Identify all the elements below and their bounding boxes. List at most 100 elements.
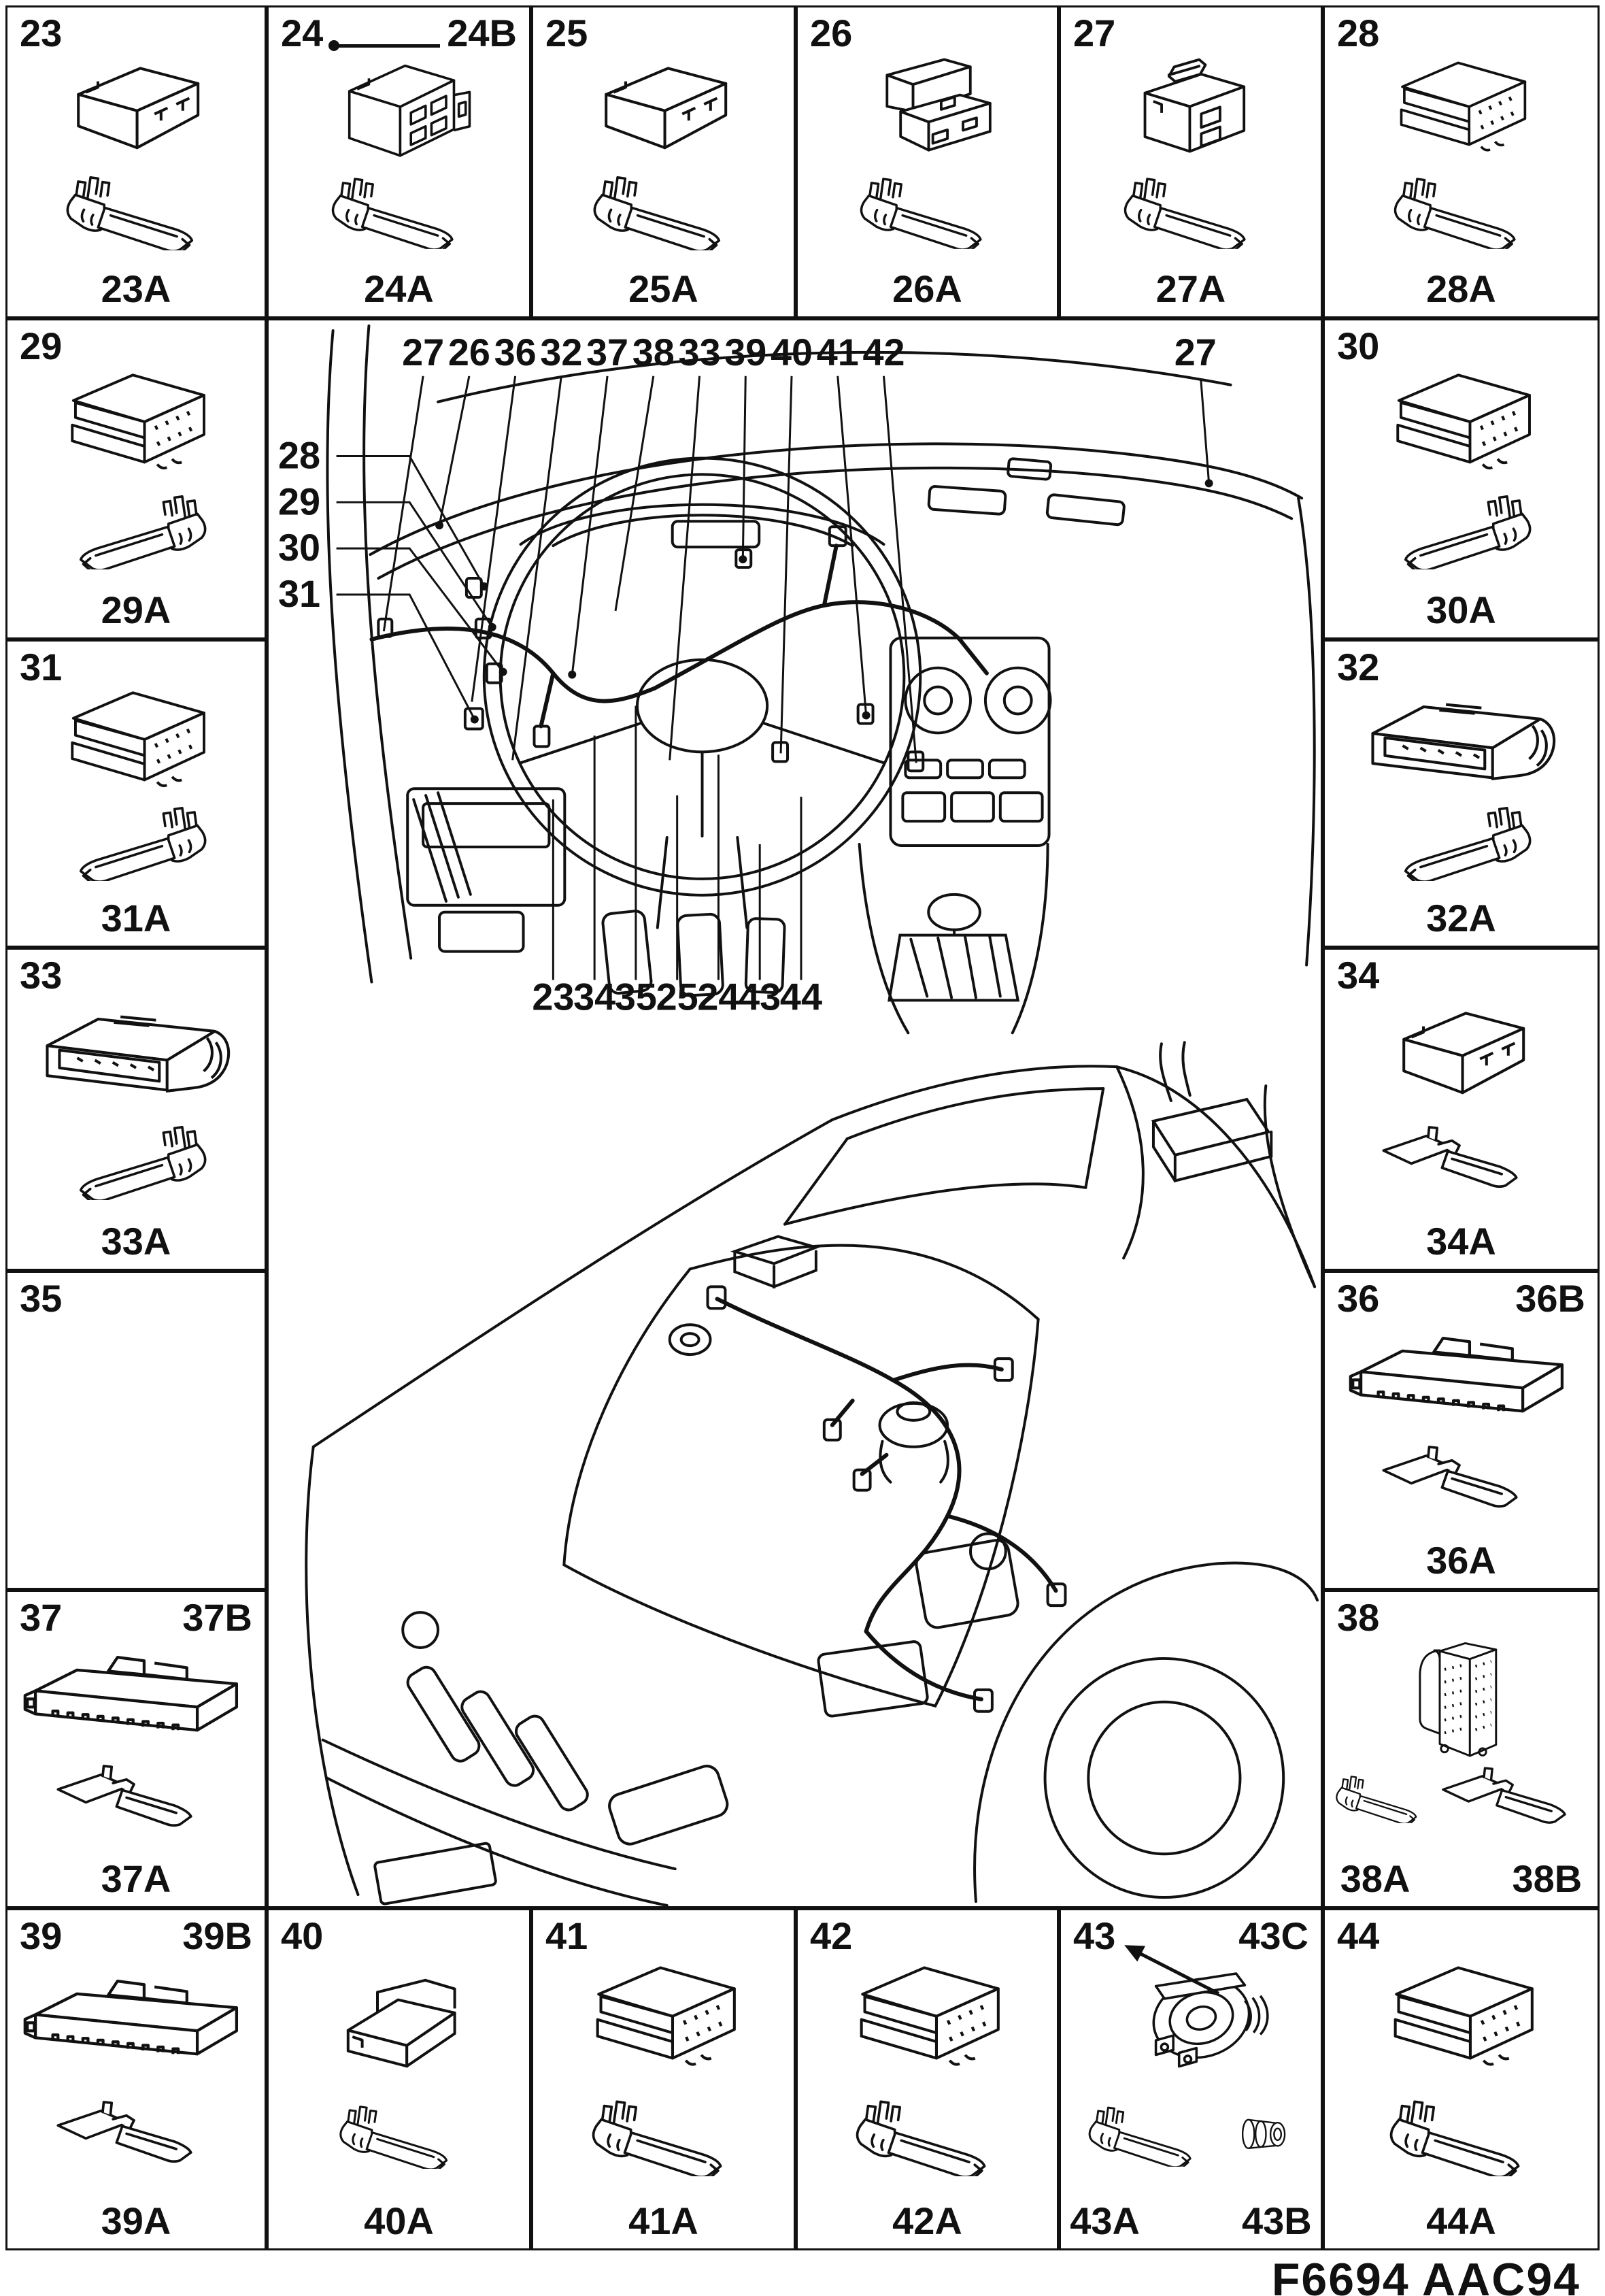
part-cell-37: 37 37B 37A: [5, 1590, 267, 1908]
part-number: 29: [20, 325, 63, 367]
connector-low-wide-icon: [1346, 1315, 1577, 1440]
callout-top-9: 41: [817, 331, 859, 373]
leader-line: [328, 39, 441, 51]
terminal-label: 30A: [1426, 588, 1496, 631]
callout-top-2: 36: [494, 331, 537, 373]
connector-2pin-icon: [54, 48, 218, 173]
terminal-small-icon: [331, 2095, 467, 2169]
part-number: 37: [20, 1596, 63, 1639]
part-number: 34: [1337, 954, 1380, 997]
connector-4pin-icon: [321, 44, 477, 176]
connector-low-wide-icon: [20, 1634, 252, 1759]
part-sublabel: 43C: [1238, 1914, 1308, 1957]
connector-strip-icon: [31, 991, 241, 1119]
part-number: 28: [1337, 12, 1380, 54]
wiring-location-illustration: 2726363237383339404142282930312334352524…: [278, 324, 1319, 1906]
seal-icon: [1230, 2104, 1301, 2159]
terminal-label: 44A: [1426, 2199, 1496, 2242]
terminal-large-icon: [1436, 1755, 1593, 1835]
part-number: 40: [281, 1914, 324, 1957]
terminal-icon: [1385, 165, 1538, 249]
part-number: 27: [1073, 12, 1116, 54]
dashboard-harness: [369, 544, 989, 729]
terminal-label: 29A: [101, 588, 171, 631]
part-sublabel: 36B: [1515, 1277, 1585, 1320]
terminal-label: 38B: [1512, 1857, 1583, 1900]
part-number: 41: [545, 1914, 588, 1957]
terminal-icon: [582, 2087, 745, 2176]
terminal-label: 33A: [101, 1220, 171, 1263]
part-sublabel: 39B: [182, 1914, 252, 1957]
terminal-label: 43A: [1070, 2199, 1140, 2242]
terminal-male-icon: [1376, 1113, 1547, 1201]
part-number: 31: [20, 646, 63, 688]
part-cell-24: 24 24B 24A: [267, 5, 531, 318]
part-cell-30: 30 30A: [1323, 318, 1600, 639]
callout-bottom-3: 25: [656, 975, 698, 1018]
part-number: 30: [1337, 325, 1380, 367]
terminal-icon: [56, 163, 216, 250]
terminal-male-icon: [51, 1752, 221, 1840]
terminal-label: 24A: [364, 267, 434, 310]
part-cell-34: 34 34A: [1323, 948, 1600, 1271]
part-number: 24: [281, 12, 324, 54]
callout-top-0: 27: [402, 331, 444, 373]
part-number: 35: [20, 1277, 63, 1320]
callout-right-27: 27: [1175, 331, 1217, 373]
terminal-label: 34A: [1426, 1220, 1496, 1263]
terminal-icon: [1115, 165, 1268, 249]
callout-top-3: 32: [540, 331, 582, 373]
terminal-icon: [56, 1113, 216, 1200]
part-cell-32: 32 32A: [1323, 639, 1600, 948]
terminal-icon: [1380, 2087, 1543, 2176]
dashboard-illustration: [326, 324, 1316, 1035]
terminal-icon: [56, 482, 216, 569]
callout-top-5: 38: [632, 331, 675, 373]
figure-code: F6694 AAC94: [1271, 2254, 1581, 2296]
part-number: 43: [1073, 1914, 1116, 1957]
connector-latched-icon: [1113, 45, 1269, 176]
connector-2pin-icon: [1380, 993, 1543, 1118]
terminal-label: 39A: [101, 2199, 171, 2242]
connector-low-wide-icon: [20, 1958, 252, 2082]
callout-bottom-6: 44: [780, 975, 822, 1018]
terminal-label: 37A: [101, 1857, 171, 1900]
connector-8pin-icon: [1373, 1946, 1550, 2095]
part-number: 32: [1337, 646, 1380, 688]
part-number: 26: [810, 12, 853, 54]
callout-left-1: 29: [278, 480, 320, 522]
part-number: 33: [20, 954, 63, 997]
callout-top-8: 40: [771, 331, 813, 373]
part-sublabel: 37B: [182, 1596, 252, 1639]
part-sublabel: 24B: [447, 12, 517, 54]
terminal-label: 32A: [1426, 897, 1496, 939]
terminal-male-icon: [1376, 1433, 1547, 1520]
callout-top-7: 39: [724, 331, 766, 373]
connector-8pin-icon: [575, 1946, 752, 2095]
terminal-icon: [851, 165, 1004, 249]
terminal-label: 28A: [1426, 267, 1496, 310]
part-number: 38: [1337, 1596, 1380, 1639]
part-cell-44: 44 44A: [1323, 1908, 1600, 2250]
terminal-icon: [1081, 2096, 1210, 2167]
terminal-male-icon: [51, 2088, 221, 2176]
callout-bottom-4: 24: [697, 975, 739, 1018]
part-number: 44: [1337, 1914, 1380, 1957]
connector-8pin-icon: [1381, 43, 1541, 178]
terminal-icon: [1381, 794, 1541, 881]
callout-bottom-5: 43: [739, 975, 781, 1018]
car-front-illustration: [305, 1041, 1319, 1906]
